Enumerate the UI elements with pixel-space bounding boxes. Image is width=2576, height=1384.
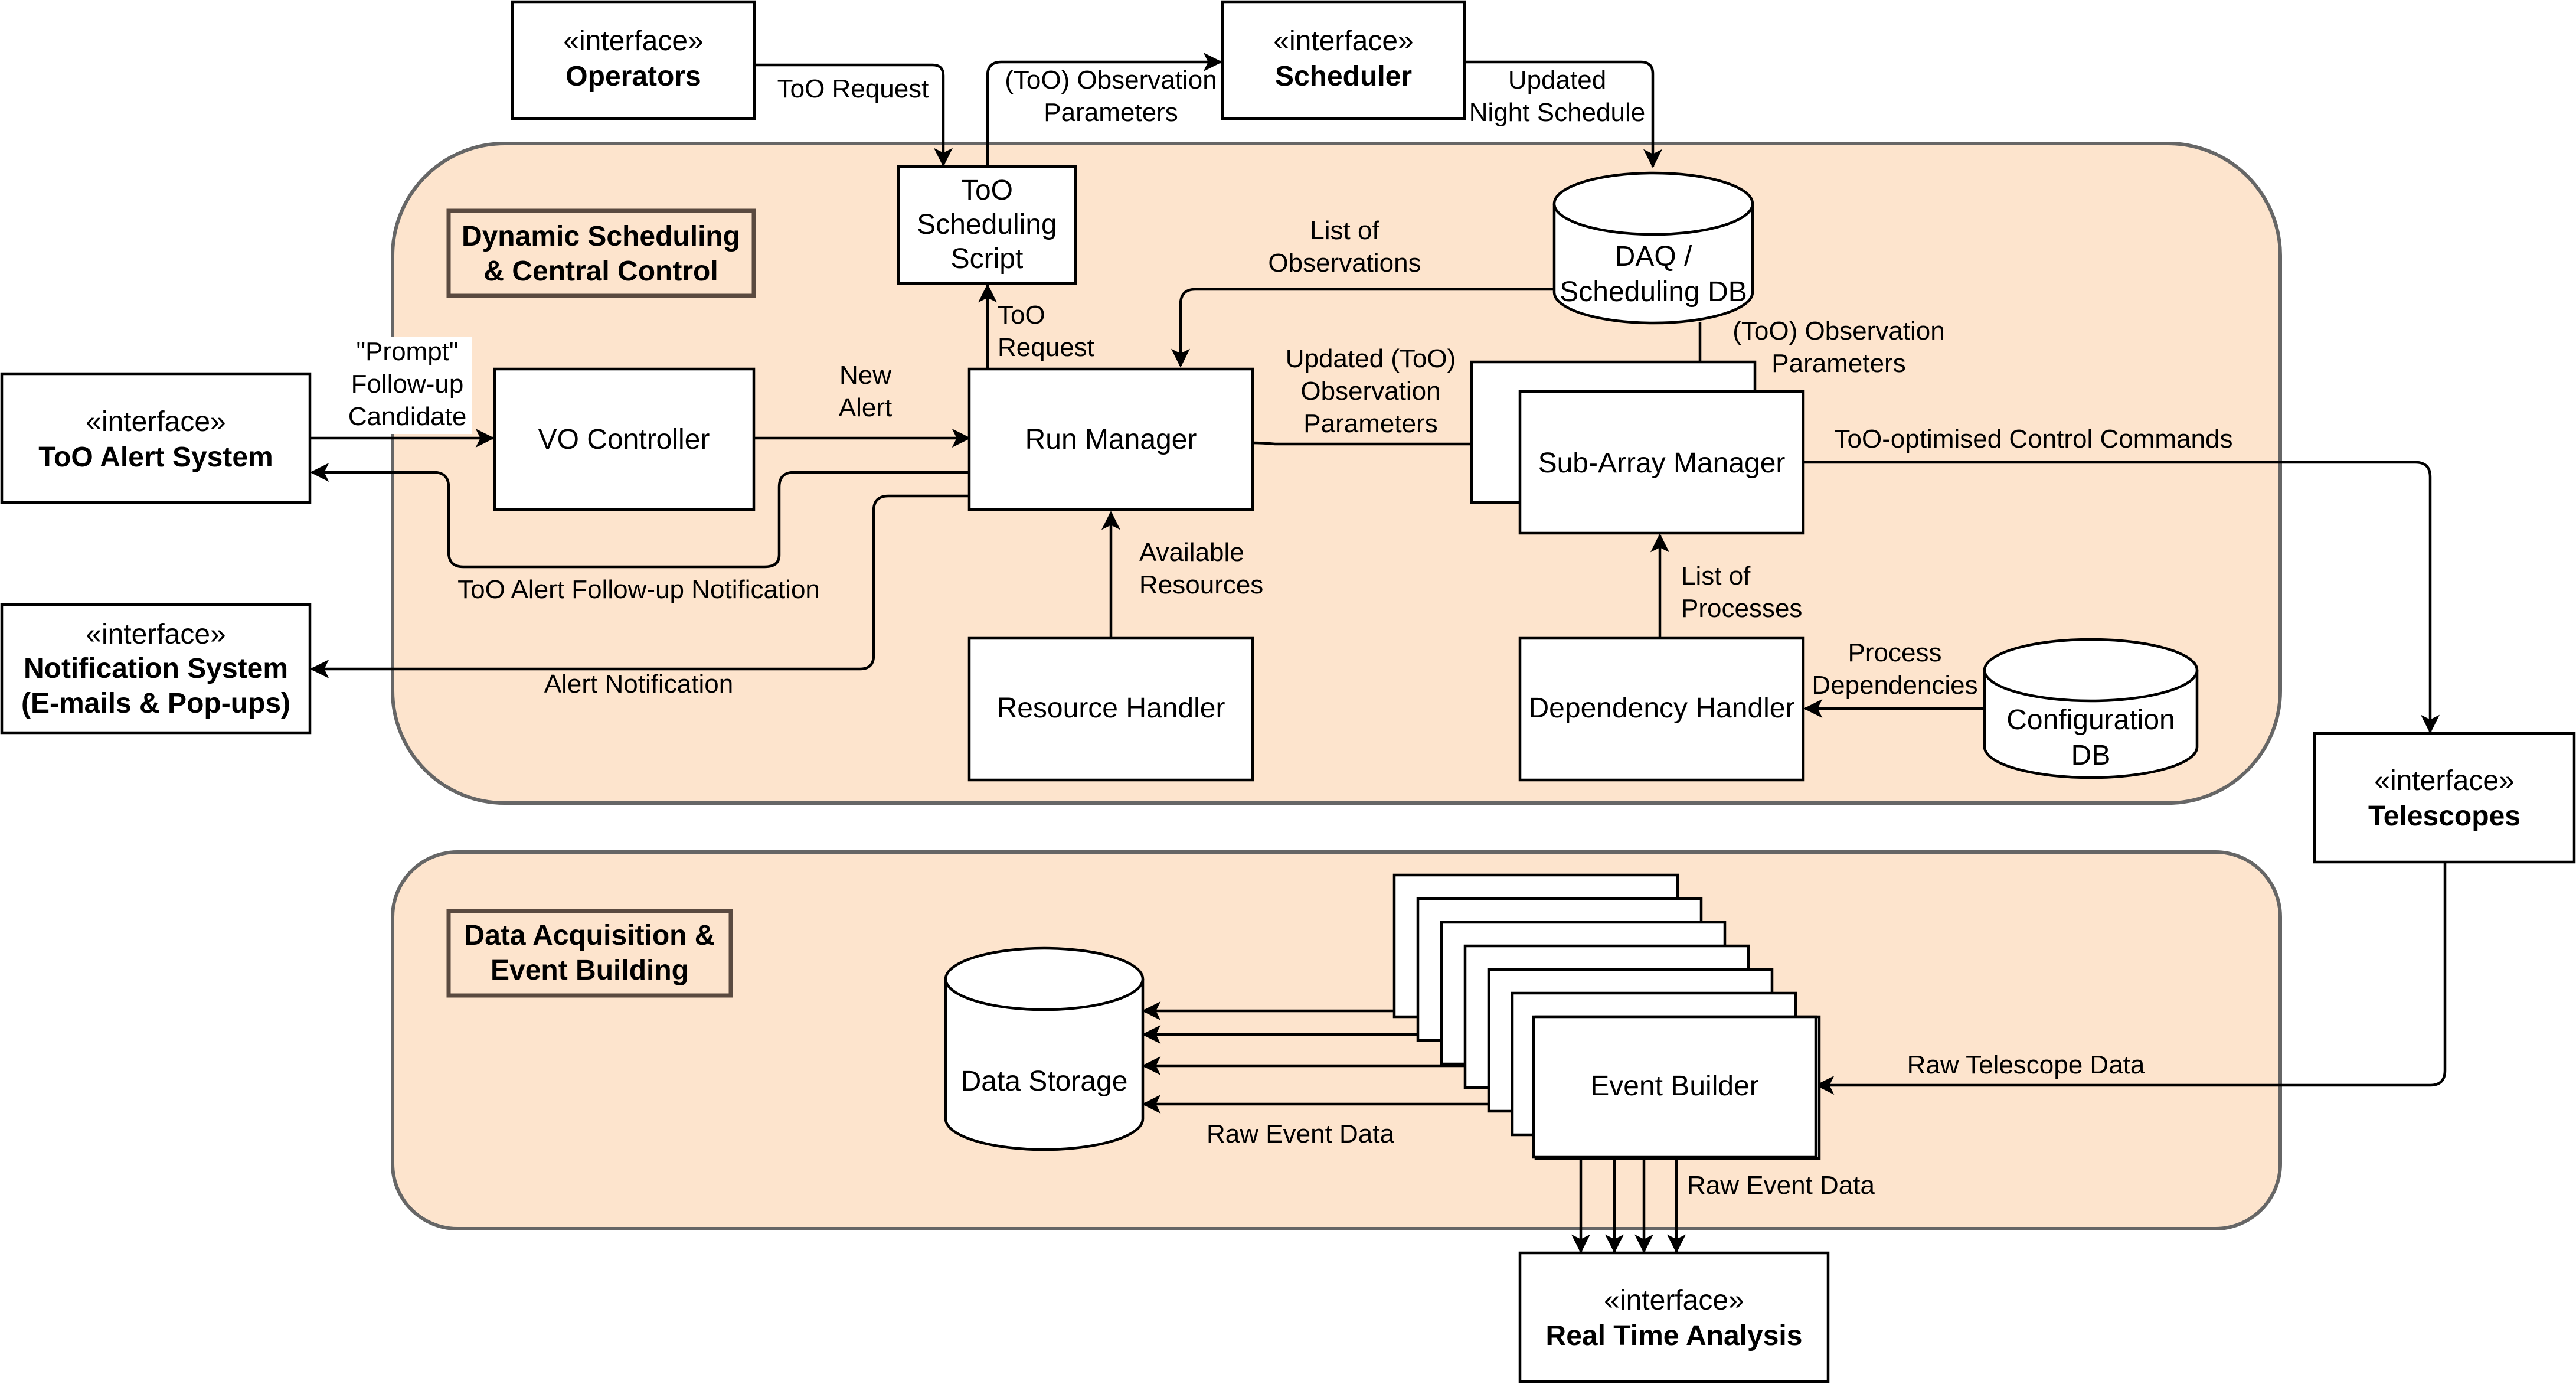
stereotype-label: «interface» (563, 25, 704, 57)
region-dynamic-scheduling: Dynamic Scheduling & Central Control (391, 142, 2282, 805)
edge-label-raw-telescope-data: Raw Telescope Data (1907, 1050, 2145, 1079)
edge-label-raw-event-data-down: Raw Event Data (1687, 1171, 1875, 1200)
edge-label-prompt-2: Follow-up (351, 370, 464, 399)
edge-label-prompt-3: Candidate (348, 402, 467, 431)
edge-label-list-obs-2: Observations (1268, 249, 1421, 278)
config-db-label-2: DB (2071, 740, 2111, 771)
edge-label-too-request-top: ToO Request (777, 74, 929, 103)
stereotype-label: «interface» (2374, 765, 2515, 797)
stereotype-label: «interface» (86, 406, 226, 438)
edge-telescopes-to-eventbuilder (1815, 863, 2447, 1095)
config-db-label-1: Configuration (2006, 704, 2175, 736)
edge-label-updated-obs-3: Parameters (1303, 409, 1437, 438)
edge-label-updated-night-2: Night Schedule (1469, 98, 1645, 127)
interface-notification-system: «interface» Notification System (E-mails… (0, 603, 312, 735)
edge-label-updated-obs-2: Observation (1300, 377, 1440, 406)
dependency-handler-label: Dependency Handler (1529, 693, 1795, 724)
interface-scheduler: «interface» Scheduler (1221, 0, 1466, 120)
operators-label: Operators (565, 61, 701, 92)
region-title-scheduling-line1: Dynamic Scheduling (462, 221, 740, 252)
edge-subarray-to-telescopes (1803, 461, 2440, 734)
resource-handler-label: Resource Handler (997, 693, 1225, 724)
region-data-acquisition: Data Acquisition & Event Building (391, 850, 2282, 1230)
edge-label-too-request-inner-1: ToO (998, 301, 1045, 329)
edge-label-available-1: Available (1139, 538, 1244, 567)
edge-daqdb-to-runmanager (1171, 288, 1554, 368)
node-resource-handler: Resource Handler (967, 636, 1254, 782)
node-too-scheduling-script: ToO Scheduling Script (897, 165, 1077, 285)
interface-too-alert-system: «interface» ToO Alert System (0, 372, 312, 504)
telescopes-label: Telescopes (2368, 801, 2521, 832)
scheduler-label: Scheduler (1275, 61, 1412, 92)
interface-operators: «interface» Operators (511, 0, 756, 120)
data-storage-label: Data Storage (961, 1066, 1128, 1097)
edge-label-proc-dep-1: Process (1848, 638, 1942, 667)
run-manager-label: Run Manager (1025, 424, 1197, 455)
edge-label-control-commands: ToO-optimised Control Commands (1835, 425, 2233, 453)
too-script-label-1: ToO (961, 175, 1013, 206)
too-script-label-3: Script (951, 243, 1024, 275)
daq-db-label-1: DAQ / (1615, 241, 1692, 272)
sub-array-manager-label: Sub-Array Manager (1538, 448, 1786, 479)
edge-label-alert-notification: Alert Notification (544, 670, 733, 698)
edge-runmanager-to-notification (310, 494, 969, 678)
region-title-daq-line2: Event Building (491, 955, 689, 986)
notification-system-label-1: Notification System (24, 653, 288, 684)
node-event-builder-stack: Event Builder (1392, 873, 1821, 1160)
edge-label-available-2: Resources (1139, 570, 1263, 599)
edges-eventbuilders-to-storage (1142, 1001, 1535, 1114)
edges-eventbuilders-to-rta (1571, 1157, 1686, 1254)
region-title-box-daq (446, 909, 733, 998)
interface-real-time-analysis: «interface» Real Time Analysis (1518, 1251, 1830, 1383)
daq-db-label-2: Scheduling DB (1560, 276, 1747, 308)
db-data-storage: Data Storage (944, 946, 1145, 1151)
edge-operators-to-script (756, 63, 953, 167)
node-vo-controller: VO Controller (493, 367, 756, 511)
vo-controller-label: VO Controller (538, 424, 710, 455)
too-alert-system-label: ToO Alert System (38, 442, 273, 473)
edge-label-followup-notification: ToO Alert Follow-up Notification (457, 575, 820, 604)
real-time-analysis-label: Real Time Analysis (1546, 1320, 1803, 1352)
edge-label-proc-dep-2: Dependencies (1812, 671, 1977, 700)
edge-label-list-obs-1: List of (1310, 216, 1379, 245)
stereotype-label: «interface» (1604, 1285, 1744, 1316)
edge-script-to-scheduler (986, 53, 1222, 165)
edge-label-obs-params-db-2: Parameters (1771, 349, 1905, 378)
region-title-daq-line1: Data Acquisition & (465, 920, 715, 951)
edge-label-new-alert-2: Alert (839, 393, 892, 422)
event-builder-label: Event Builder (1590, 1070, 1759, 1102)
edge-label-list-proc-2: Processes (1681, 594, 1802, 623)
interface-telescopes: «interface» Telescopes (2313, 732, 2576, 864)
edge-label-list-proc-1: List of (1681, 562, 1751, 590)
node-dependency-handler: Dependency Handler (1518, 636, 1805, 782)
edge-label-obs-params-top-2: Parameters (1044, 98, 1178, 127)
edge-scheduler-to-daqdb (1466, 60, 1662, 168)
db-daq-scheduling: DAQ / Scheduling DB (1552, 171, 1754, 325)
edge-label-obs-params-top-1: (ToO) Observation (1005, 66, 1217, 94)
stereotype-label: «interface» (86, 619, 226, 650)
edge-label-new-alert-1: New (839, 361, 891, 390)
edge-label-too-request-inner-2: Request (998, 333, 1094, 362)
node-run-manager: Run Manager (967, 367, 1254, 511)
edge-label-prompt-1: "Prompt" (356, 337, 458, 366)
edge-label-updated-obs-1: Updated (ToO) (1286, 344, 1456, 373)
edge-label-raw-event-data-left: Raw Event Data (1207, 1119, 1394, 1148)
node-sub-array-manager: Sub-Array Manager (1470, 360, 1805, 535)
region-title-scheduling-line2: & Central Control (483, 256, 718, 287)
too-script-label-2: Scheduling (917, 209, 1057, 240)
edge-label-updated-night-1: Updated (1508, 66, 1606, 94)
db-configuration: Configuration DB (1983, 638, 2199, 779)
notification-system-label-2: (E-mails & Pop-ups) (21, 688, 290, 719)
edge-label-obs-params-db-1: (ToO) Observation (1732, 316, 1944, 345)
stereotype-label: «interface» (1273, 25, 1414, 57)
region-title-box-scheduling (446, 208, 756, 298)
edge-runmanager-to-alertsystem (310, 463, 969, 569)
